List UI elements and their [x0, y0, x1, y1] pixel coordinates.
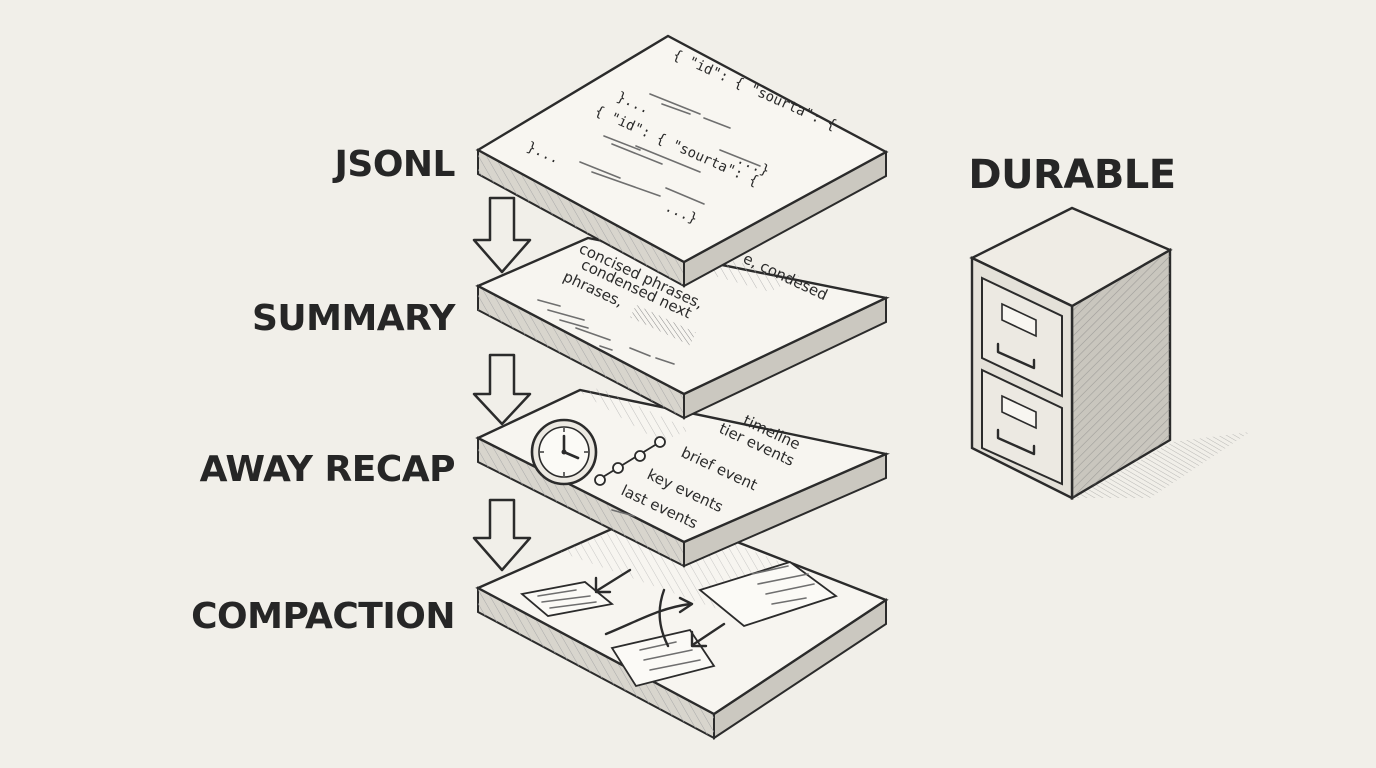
layer-label-away-recap: AWAY RECAP — [200, 449, 455, 490]
down-arrow-icon — [472, 498, 532, 572]
compaction-plate — [475, 508, 889, 740]
down-arrow-icon — [472, 196, 532, 274]
filing-cabinet-icon — [969, 206, 1250, 501]
down-arrow-icon — [472, 353, 532, 426]
timeline-icon — [594, 436, 666, 486]
layer-label-compaction: COMPACTION — [191, 596, 455, 637]
layer-label-summary: SUMMARY — [252, 298, 456, 339]
away-recap-plate: timeline tier events brief event key eve… — [475, 388, 890, 568]
jsonl-plate: { "id": { "sourta": { ...} }... { "id": … — [475, 34, 889, 288]
layer-label-jsonl: JSONL — [332, 144, 456, 185]
clock-icon — [530, 418, 598, 486]
durable-label: DURABLE — [968, 152, 1175, 198]
